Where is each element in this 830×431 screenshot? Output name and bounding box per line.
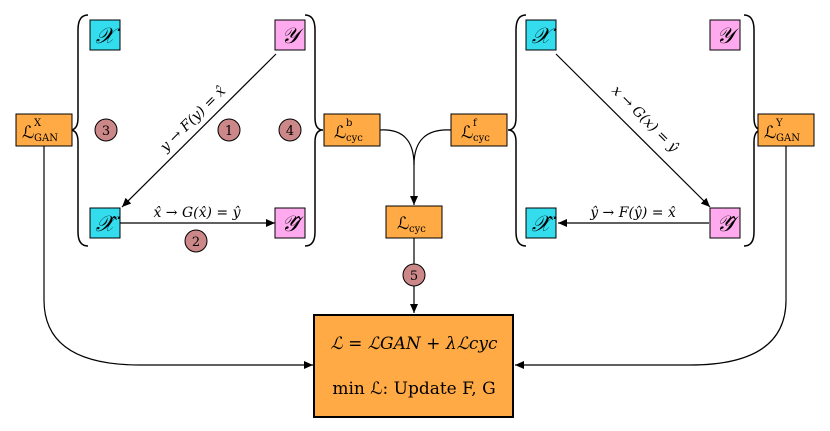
loss-cyc-box: ℒ cyc — [385, 205, 443, 239]
step-circle-4: 4 — [278, 118, 302, 142]
right-xhat-node: 𝒳̂ — [525, 207, 557, 239]
svg-text:3: 3 — [102, 124, 110, 139]
right-g-mapping-arrow — [555, 53, 711, 208]
cyc-b-to-cyc-connector — [379, 129, 418, 205]
svg-text:cyc: cyc — [346, 133, 363, 144]
svg-text:b: b — [346, 118, 352, 129]
cyc-f-to-cyc-connector — [413, 129, 452, 166]
left-y-node: 𝒴 — [274, 19, 306, 51]
left-x-node: 𝒳 — [89, 19, 121, 51]
step-circle-2: 2 — [184, 229, 208, 253]
svg-text:f: f — [473, 118, 478, 129]
left-f-mapping-arrow — [121, 53, 277, 208]
loss-gan-x-box: ℒ X GAN — [15, 113, 73, 147]
left-diag-mapping-label: y → F(y) = x̂ — [157, 83, 230, 156]
svg-text:ℒ: ℒ — [461, 123, 473, 143]
svg-text:GAN: GAN — [34, 133, 58, 144]
step-circle-3: 3 — [94, 118, 118, 142]
right-yhat-node: 𝒴̂ — [709, 207, 741, 239]
left-yhat-node: 𝒴̂ — [274, 207, 306, 239]
svg-text:X: X — [34, 118, 42, 129]
gan-y-to-total-curve — [515, 146, 787, 369]
total-loss-box: ℒ = ℒGAN + λℒcyc min ℒ: Update F, G — [313, 314, 514, 418]
svg-text:1: 1 — [225, 124, 233, 139]
right-diag-mapping-label: x → G(x) = ŷ — [608, 82, 682, 156]
gan-x-to-total-curve — [43, 146, 313, 369]
right-cycle-open-brace — [507, 14, 527, 247]
svg-text:cyc: cyc — [409, 224, 426, 235]
svg-text:2: 2 — [192, 235, 200, 250]
loss-cyc-b-box: ℒ b cyc — [323, 113, 381, 147]
total-loss-formula: ℒ = ℒGAN + λℒcyc — [331, 334, 498, 354]
svg-text:cyc: cyc — [473, 133, 490, 144]
left-cycle-open-brace — [69, 14, 89, 247]
step-circle-1: 1 — [217, 118, 241, 142]
step-circle-5: 5 — [402, 263, 426, 287]
svg-text:ℒ: ℒ — [22, 123, 34, 143]
svg-text:ℒ: ℒ — [397, 214, 409, 234]
svg-text:4: 4 — [286, 124, 294, 139]
left-xhat-node: 𝒳̂ — [89, 207, 121, 239]
svg-text:ℒ: ℒ — [334, 123, 346, 143]
loss-gan-y-box: ℒ Y GAN — [757, 113, 815, 147]
svg-text:Y: Y — [775, 118, 783, 129]
right-y-node: 𝒴 — [709, 19, 741, 51]
svg-text:GAN: GAN — [776, 133, 800, 144]
right-x-node: 𝒳 — [525, 19, 557, 51]
svg-text:5: 5 — [410, 269, 418, 284]
left-bottom-mapping-label: x̂ → G(x̂) = ŷ — [153, 204, 241, 221]
total-loss-update: min ℒ: Update F, G — [332, 379, 495, 399]
left-cycle-close-brace — [304, 14, 324, 247]
svg-text:ℒ: ℒ — [764, 123, 776, 143]
loss-cyc-f-box: ℒ f cyc — [450, 113, 508, 147]
right-bottom-mapping-label: ŷ → F(ŷ) = x̂ — [589, 204, 676, 221]
